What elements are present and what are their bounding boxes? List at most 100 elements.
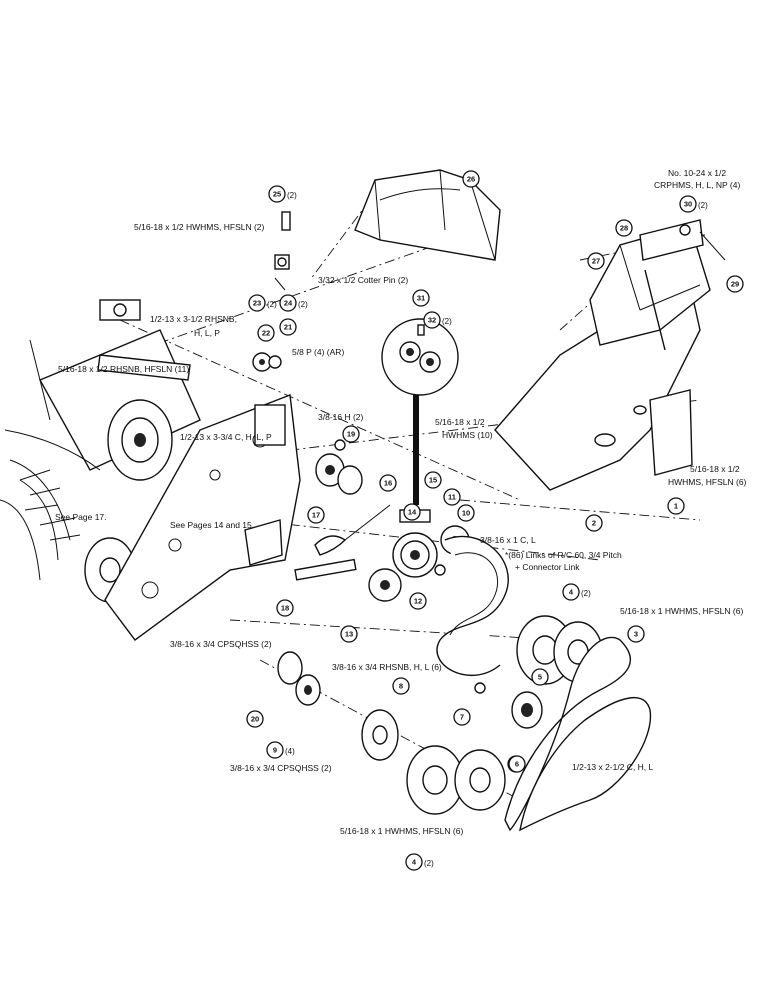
callout-27-circle: [587, 252, 605, 270]
callout-32-circle: [423, 311, 441, 329]
callout-6-circle: [508, 755, 526, 773]
callout-24-qty: (2): [298, 300, 308, 309]
callout-24-circle: [279, 294, 297, 312]
callout-4-number: 4: [412, 858, 417, 867]
callout-21-number: 21: [284, 323, 292, 332]
label-c212: 1/2-13 x 2-1/2 C, H, L: [572, 762, 654, 772]
callout-18-number: 18: [281, 604, 289, 613]
callout-8-number: 8: [399, 682, 403, 691]
label-cps1: 3/8-16 x 3/4 CPSQHSS (2): [170, 639, 272, 649]
labels-group: 5/16-18 x 1/2 HWHMS, HFSLN (2) 3/32 x 1/…: [55, 168, 747, 836]
v-belt: [504, 636, 652, 832]
callout-30-number: 30: [684, 200, 692, 209]
callout-20-number: 20: [251, 715, 259, 724]
callout-1-number: 1: [674, 502, 678, 511]
mounting-strip: [644, 224, 726, 351]
callout-11-number: 11: [448, 493, 456, 502]
label-cps2: 3/8-16 x 3/4 CPSQHSS (2): [230, 763, 332, 773]
shaft-assembly: [294, 439, 431, 581]
label-rhsnb-11: 5/16-18 x 1/2 RHSNB, HFSLN (11): [58, 364, 189, 374]
callout-13-circle: [340, 625, 358, 643]
callout-15-number: 15: [429, 476, 437, 485]
callout-32-qty: (2): [442, 317, 452, 326]
label-see14: See Pages 14 and 15.: [170, 520, 254, 530]
callout-29-number: 29: [731, 280, 739, 289]
callout-group: 1234(2)56789(4)1011121314151617181920212…: [246, 170, 744, 871]
callout-24-number: 24: [284, 299, 293, 308]
callout-9-number: 9: [273, 746, 277, 755]
callout-26-circle: [462, 170, 480, 188]
label-h38: 3/8-16 H (2): [318, 412, 364, 422]
hopper-chute: [354, 169, 501, 261]
callout-4-number: 4: [569, 588, 574, 597]
callout-31-number: 31: [417, 294, 425, 303]
callout-7-number: 7: [460, 713, 464, 722]
callout-5-number: 5: [538, 673, 542, 682]
callout-23-number: 23: [253, 299, 261, 308]
callout-4-circle: [562, 583, 580, 601]
callout-30-qty: (2): [698, 201, 708, 210]
label-hw-top-left: 5/16-18 x 1/2 HWHMS, HFSLN (2): [134, 222, 265, 232]
callout-25-circle: [268, 185, 286, 203]
callout-5-circle: [531, 668, 549, 686]
callout-30-circle: [679, 195, 697, 213]
callout-3-number: 3: [634, 630, 638, 639]
callout-11-circle: [443, 488, 461, 506]
callout-16-number: 16: [384, 479, 392, 488]
drive-shield: [494, 219, 711, 491]
label-rhsnb6: 3/8-16 x 3/4 RHSNB, H, L (6): [332, 662, 442, 672]
callout-4-qty: (2): [581, 589, 591, 598]
callout-28-circle: [615, 219, 633, 237]
callout-18-circle: [276, 599, 294, 617]
label-see17: See Page 17.: [55, 512, 107, 522]
callout-7-circle: [453, 708, 471, 726]
callout-4-qty: (2): [424, 859, 434, 868]
label-links2: + Connector Link: [515, 562, 580, 572]
callout-2-number: 2: [592, 519, 596, 528]
callout-4-circle: [405, 853, 423, 871]
callout-25-qty: (2): [287, 191, 297, 200]
callout-25-number: 25: [273, 190, 281, 199]
callout-8-circle: [392, 677, 410, 695]
callout-9-qty: (4): [285, 747, 295, 756]
callout-12-circle: [409, 592, 427, 610]
pulleys: [277, 615, 603, 815]
callout-23-qty: (2): [267, 300, 277, 309]
callout-13-number: 13: [345, 630, 353, 639]
callout-28-number: 28: [620, 224, 628, 233]
callout-19-circle: [342, 425, 360, 443]
callout-15-circle: [424, 471, 442, 489]
callout-6-number: 6: [515, 760, 519, 769]
callout-12-number: 12: [414, 597, 422, 606]
callout-17-number: 17: [312, 511, 320, 520]
label-hw6b: HWHMS, HFSLN (6): [668, 477, 747, 487]
label-rhsnb-1b: H, L, P: [194, 328, 220, 338]
callout-3-circle: [627, 625, 645, 643]
callout-22-number: 22: [262, 329, 270, 338]
callout-10-circle: [457, 504, 475, 522]
callout-27-number: 27: [592, 257, 600, 266]
callout-20-circle: [246, 710, 264, 728]
label-screw10b: CRPHMS, H, L, NP (4): [654, 180, 740, 190]
label-rhsnb-1: 1/2-13 x 3-1/2 RHSNB,: [150, 314, 237, 324]
callout-1-circle: [667, 497, 685, 515]
callout-14-number: 14: [408, 508, 417, 517]
callout-19-number: 19: [347, 430, 355, 439]
label-hwhms1b: 5/16-18 x 1 HWHMS, HFSLN (6): [340, 826, 463, 836]
drive-chain: [436, 535, 509, 677]
callout-32-number: 32: [428, 316, 436, 325]
callout-2-circle: [585, 514, 603, 532]
callout-23-circle: [248, 294, 266, 312]
label-cotter-pin: 3/32 x 1/2 Cotter Pin (2): [318, 275, 408, 285]
callout-22-circle: [257, 324, 275, 342]
callout-14-circle: [403, 503, 421, 521]
side-plate: [104, 394, 301, 641]
label-hwhms1a: 5/16-18 x 1 HWHMS, HFSLN (6): [620, 606, 743, 616]
callout-29-circle: [726, 275, 744, 293]
callout-31-circle: [412, 289, 430, 307]
callout-9-circle: [266, 741, 284, 759]
callout-10-number: 10: [462, 509, 470, 518]
label-p58: 5/8 P (4) (AR): [292, 347, 344, 357]
label-c1: 3/8-16 x 1 C, L: [480, 535, 536, 545]
